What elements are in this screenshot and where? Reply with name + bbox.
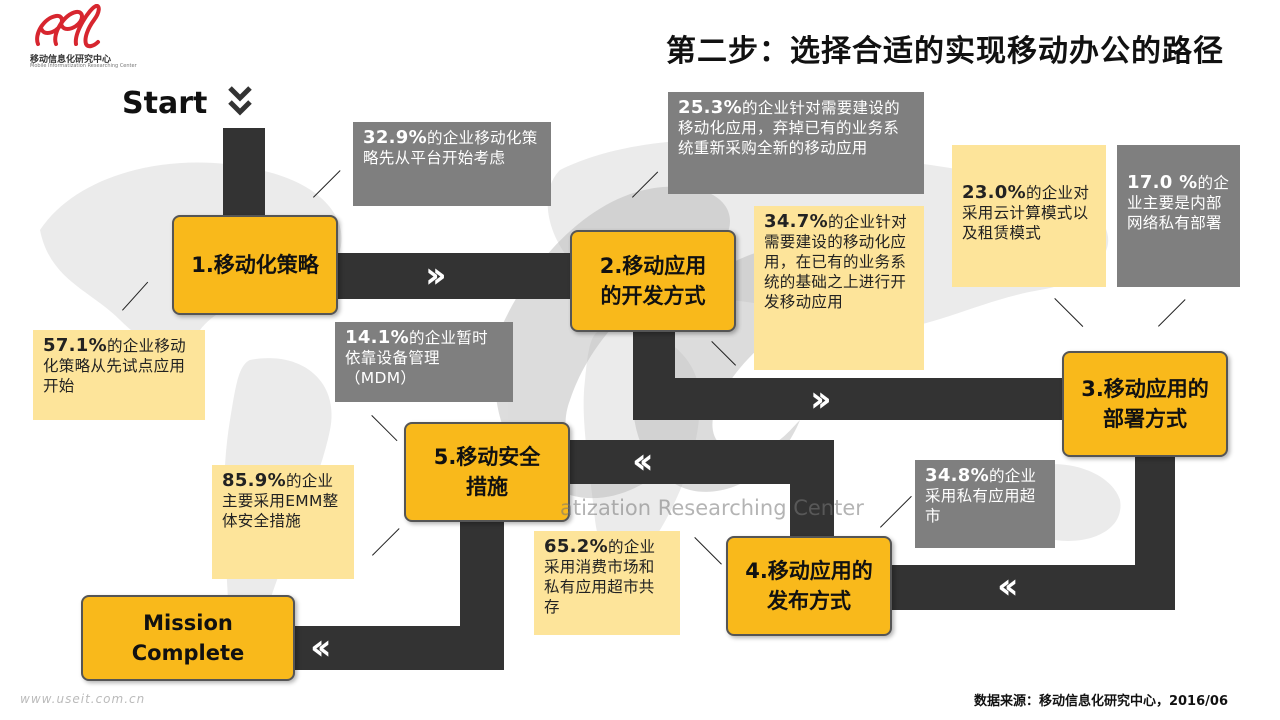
note-57.1: 57.1%的企业移动化策略从先试点应用开始	[33, 330, 205, 420]
path-segment	[540, 440, 834, 484]
path-segment	[890, 565, 1175, 610]
mission-complete: Mission Complete	[81, 595, 295, 681]
note-14.1: 14.1%的企业暂时依靠设备管理（MDM）	[335, 322, 513, 402]
double-chevron-left-icon: ‹‹	[632, 441, 653, 482]
step-2-development-method: 2.移动应用的开发方式	[570, 230, 736, 332]
watermark-text: atization Researching Center	[560, 496, 864, 520]
start-label: Start	[122, 86, 208, 121]
double-chevron-left-icon: ‹‹	[997, 566, 1018, 607]
data-source: 数据来源：移动信息化研究中心，2016/06	[973, 694, 1228, 709]
note-85.9: 85.9%的企业主要采用EMM整体安全措施	[212, 465, 354, 579]
step-5-security-measures: 5.移动安全措施	[404, 422, 570, 522]
path-segment	[223, 128, 265, 220]
page-title: 第二步：选择合适的实现移动办公的路径	[666, 34, 1224, 69]
double-chevron-right-icon: ››	[425, 255, 446, 296]
path-segment	[320, 253, 582, 299]
logo-mark-icon	[35, 4, 101, 49]
note-34.8: 34.8%的企业采用私有应用超市	[915, 460, 1055, 548]
double-chevron-down-icon	[228, 86, 252, 116]
logo-text: 移动信息化研究中心	[30, 55, 112, 65]
step-4-release-method: 4.移动应用的发布方式	[726, 536, 892, 636]
path-segment	[633, 378, 1073, 420]
note-65.2: 65.2%的企业采用消费市场和私有应用超市共存	[534, 531, 680, 635]
note-17.0: 17.0 %的企业主要是内部网络私有部署	[1117, 145, 1240, 287]
note-32.9: 32.9%的企业移动化策略先从平台开始考虑	[353, 122, 551, 206]
double-chevron-left-icon: ‹‹	[310, 627, 331, 668]
logo-subtext: Mobile Informatization Researching Cente…	[30, 63, 137, 69]
step-1-mobile-strategy: 1.移动化策略	[172, 215, 338, 315]
double-chevron-right-icon: ››	[810, 379, 831, 420]
note-34.7: 34.7%的企业针对需要建设的移动化应用，在已有的业务系统的基础之上进行开发移动…	[754, 206, 924, 370]
note-25.3: 25.3%的企业针对需要建设的移动化应用，弃掉已有的业务系统重新采购全新的移动应…	[668, 92, 924, 194]
footer-url: www.useit.com.cn	[20, 692, 146, 706]
step-3-deployment-method: 3.移动应用的部署方式	[1062, 351, 1228, 457]
note-23.0: 23.0%的企业对采用云计算模式以及租赁模式	[952, 145, 1106, 287]
path-segment	[290, 626, 504, 670]
